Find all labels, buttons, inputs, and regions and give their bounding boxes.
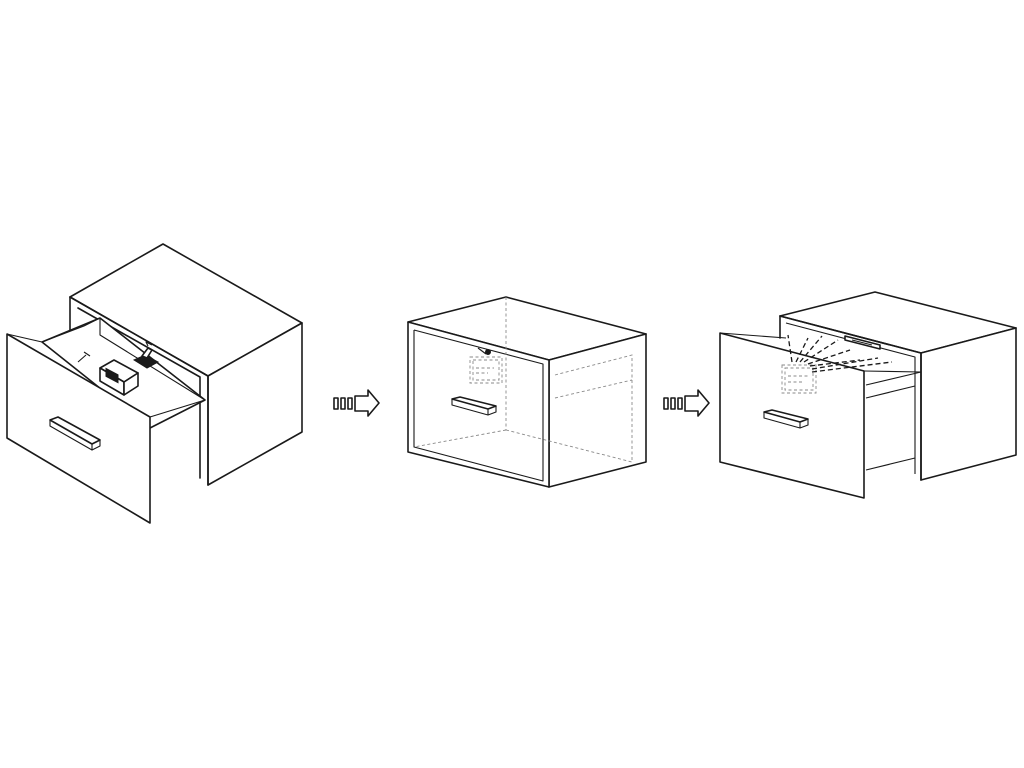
cabinet-side xyxy=(920,327,1017,481)
receiver-icon xyxy=(844,335,881,350)
drawer-handle xyxy=(49,416,101,451)
drawer-handle xyxy=(451,396,497,416)
lock-module-icon xyxy=(99,359,139,396)
step-2-cabinet-closed xyxy=(407,296,647,488)
lock-module-icon xyxy=(469,347,503,384)
cabinet-front-frame-inner xyxy=(77,307,201,479)
signal-rays-icon xyxy=(787,334,893,373)
arrow-right-icon xyxy=(333,389,380,417)
lock-module-icon xyxy=(781,364,817,394)
arrow-right-icon xyxy=(663,389,710,417)
latch-part-icon xyxy=(132,341,160,369)
cabinet-side xyxy=(548,333,647,488)
drawer-handle xyxy=(763,409,809,429)
step-3-cabinet-unlocking xyxy=(719,291,1017,499)
hidden-lines xyxy=(413,297,633,463)
screw-icon xyxy=(77,351,91,363)
step-1-cabinet-open xyxy=(6,243,303,524)
